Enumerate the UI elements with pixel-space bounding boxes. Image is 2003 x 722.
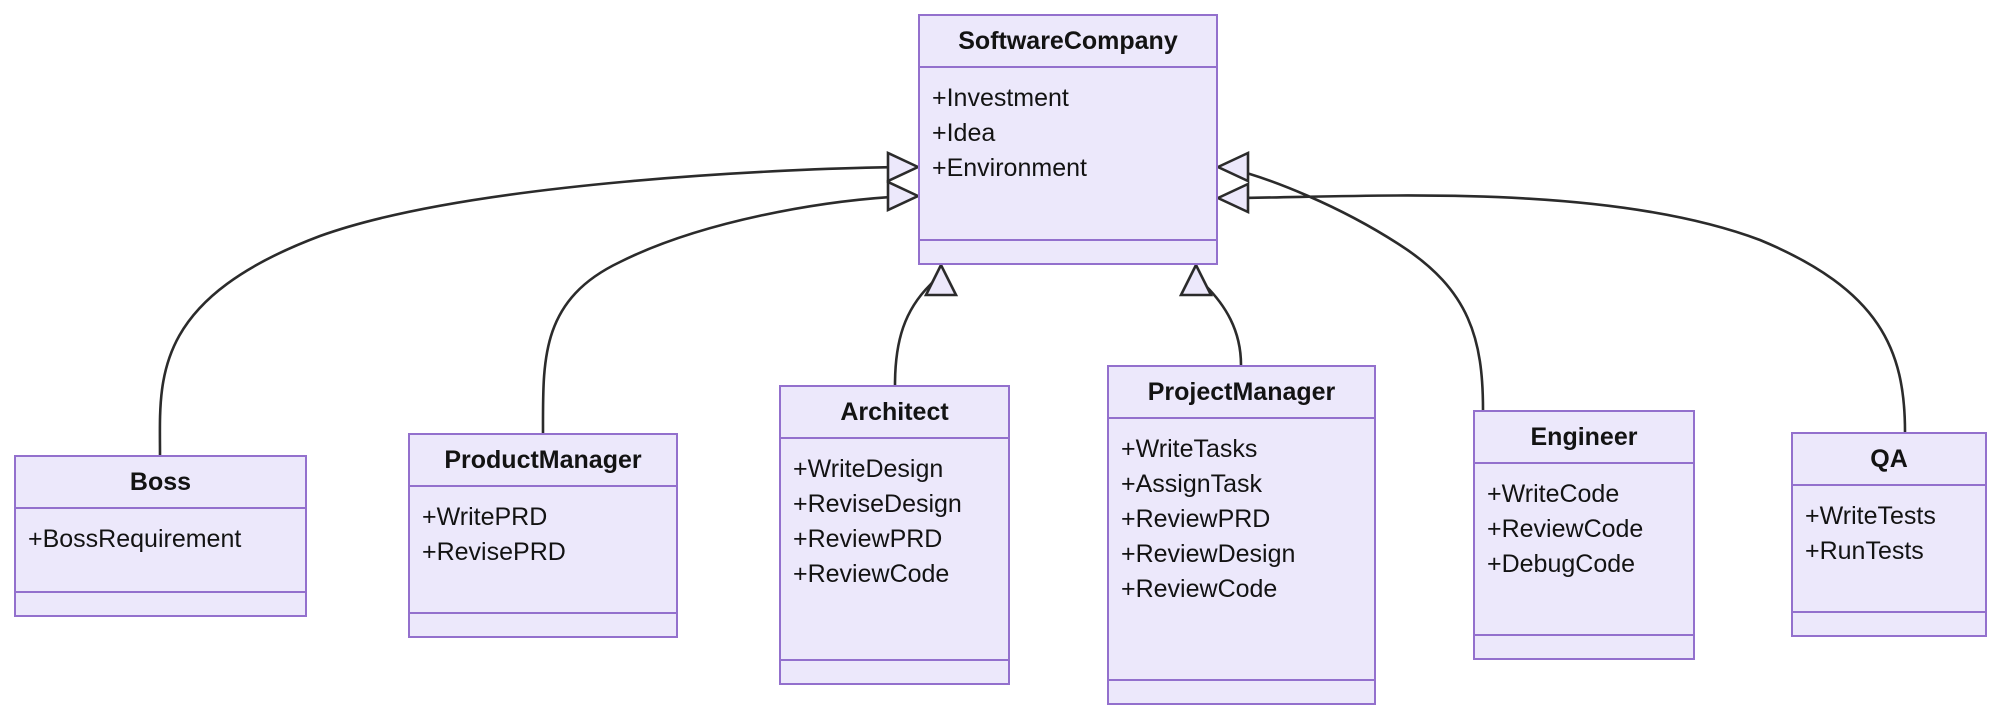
uml-class-engineer[interactable]: Engineer +WriteCode +ReviewCode +DebugCode bbox=[1473, 410, 1695, 660]
class-attribute: +WriteCode bbox=[1487, 480, 1620, 508]
class-attribute: +Investment bbox=[932, 84, 1069, 112]
class-attributes-engineer: +WriteCode +ReviewCode +DebugCode bbox=[1475, 464, 1693, 636]
class-methods-projectmanager bbox=[1109, 681, 1374, 703]
class-attribute: +ReviewCode bbox=[1121, 575, 1278, 603]
class-title-softwarecompany: SoftwareCompany bbox=[920, 16, 1216, 68]
generalization-arrowhead-icon bbox=[886, 150, 922, 184]
class-attribute: +RunTests bbox=[1805, 537, 1924, 565]
class-attributes-productmanager: +WritePRD +RevisePRD bbox=[410, 487, 676, 614]
class-attribute: +ReviewCode bbox=[793, 560, 950, 588]
edge-path bbox=[1194, 265, 1243, 367]
generalization-arrowhead-icon bbox=[923, 262, 959, 297]
class-attribute: +RevisePRD bbox=[422, 538, 566, 566]
generalization-arrowhead-icon bbox=[1214, 150, 1250, 184]
edge-projectmanager bbox=[1178, 262, 1243, 367]
class-attributes-architect: +WriteDesign +ReviseDesign +ReviewPRD +Revi… bbox=[781, 439, 1008, 661]
class-title-engineer: Engineer bbox=[1475, 412, 1693, 464]
uml-class-qa[interactable]: QA +WriteTests +RunTests bbox=[1791, 432, 1987, 637]
class-attribute: +DebugCode bbox=[1487, 550, 1636, 578]
class-methods-qa bbox=[1793, 613, 1985, 635]
uml-class-projectmanager[interactable]: ProjectManager +WriteTasks +AssignTask +Rev… bbox=[1107, 365, 1376, 705]
class-methods-softwarecompany bbox=[920, 241, 1216, 263]
uml-class-boss[interactable]: Boss +BossRequirement bbox=[14, 455, 307, 617]
uml-class-productmanager[interactable]: ProductManager +WritePRD +RevisePRD bbox=[408, 433, 678, 638]
edge-path bbox=[893, 265, 943, 387]
class-attribute: +WriteTests bbox=[1805, 502, 1936, 530]
uml-class-architect[interactable]: Architect +WriteDesign +ReviseDesign +Revie… bbox=[779, 385, 1010, 685]
edge-architect bbox=[893, 262, 959, 387]
class-attribute: +ReviewDesign bbox=[1121, 540, 1296, 568]
class-attribute: +AssignTask bbox=[1121, 470, 1263, 498]
class-attribute: +WriteDesign bbox=[793, 455, 944, 483]
class-attribute: +ReviseDesign bbox=[793, 490, 962, 518]
generalization-arrowhead-icon bbox=[886, 179, 922, 213]
class-attribute: +BossRequirement bbox=[28, 525, 242, 553]
class-methods-engineer bbox=[1475, 636, 1693, 658]
class-attribute: +ReviewPRD bbox=[1121, 505, 1271, 533]
class-attribute: +WritePRD bbox=[422, 503, 548, 531]
class-title-architect: Architect bbox=[781, 387, 1008, 439]
generalization-arrowhead-icon bbox=[1214, 181, 1250, 215]
uml-class-softwarecompany[interactable]: SoftwareCompany +Investment +Idea +Environm… bbox=[918, 14, 1218, 265]
class-attributes-projectmanager: +WriteTasks +AssignTask +ReviewPRD +ReviewD… bbox=[1109, 419, 1374, 681]
class-title-qa: QA bbox=[1793, 434, 1985, 486]
class-attribute: +ReviewCode bbox=[1487, 515, 1644, 543]
class-methods-architect bbox=[781, 661, 1008, 683]
class-attribute: +Environment bbox=[932, 154, 1087, 182]
class-methods-productmanager bbox=[410, 614, 676, 636]
class-attributes-softwarecompany: +Investment +Idea +Environment bbox=[920, 68, 1216, 241]
class-title-projectmanager: ProjectManager bbox=[1109, 367, 1374, 419]
class-title-boss: Boss bbox=[16, 457, 305, 509]
class-attribute: +Idea bbox=[932, 119, 996, 147]
class-methods-boss bbox=[16, 593, 305, 615]
class-attributes-boss: +BossRequirement bbox=[16, 509, 305, 593]
class-attribute: +ReviewPRD bbox=[793, 525, 943, 553]
generalization-arrowhead-icon bbox=[1178, 262, 1214, 297]
class-attributes-qa: +WriteTests +RunTests bbox=[1793, 486, 1985, 613]
class-attribute: +WriteTasks bbox=[1121, 435, 1258, 463]
class-title-productmanager: ProductManager bbox=[410, 435, 676, 487]
